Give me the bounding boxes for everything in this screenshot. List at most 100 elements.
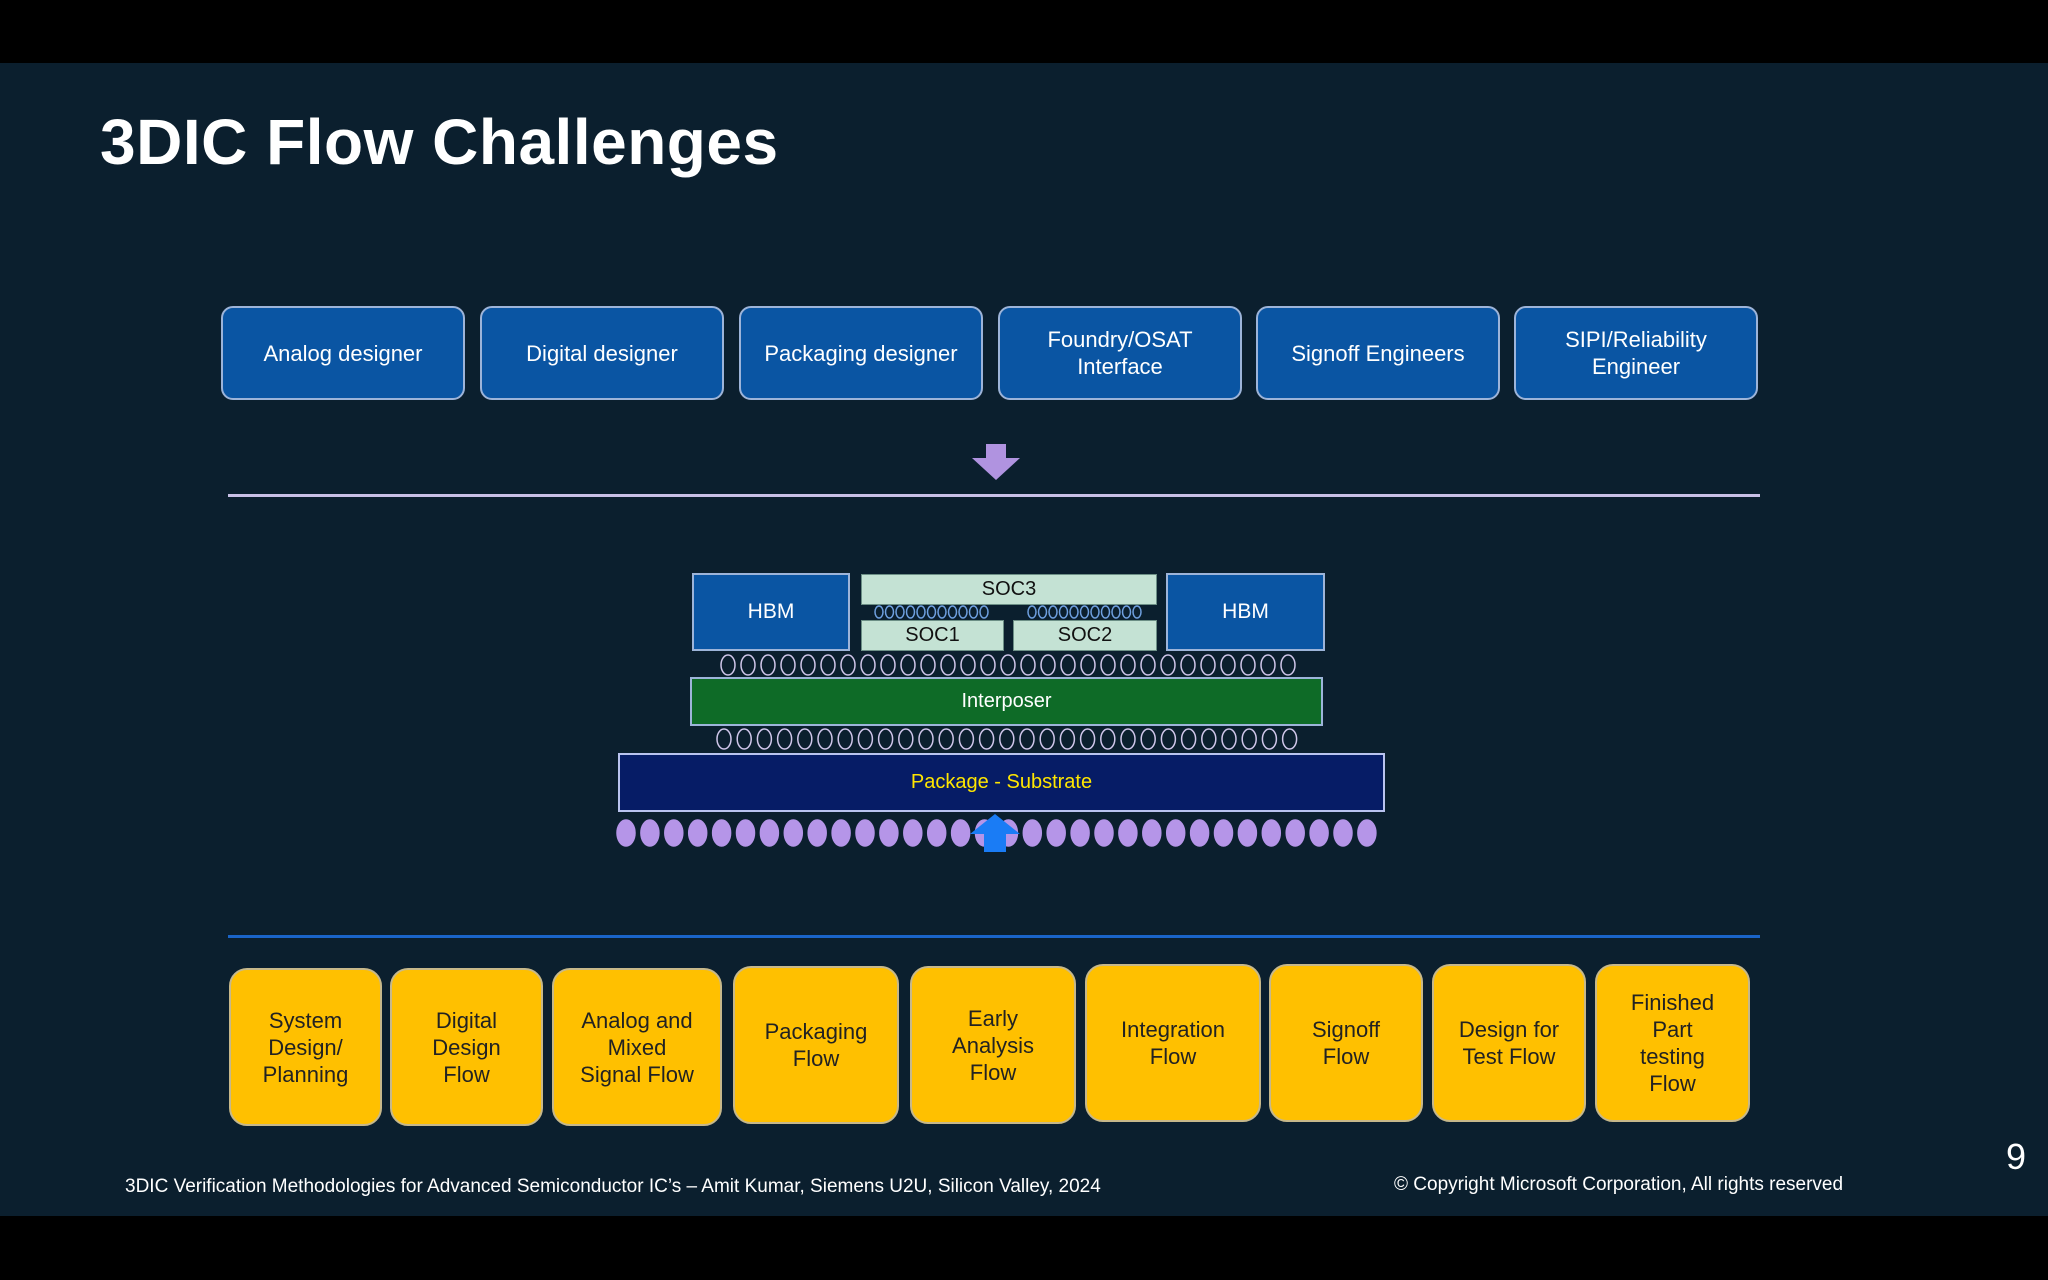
flow-finished-part-testing: Finished Part testing Flow (1595, 964, 1750, 1122)
microbump (1100, 605, 1111, 619)
bga-ball (1357, 819, 1377, 847)
c4-bump (1220, 654, 1236, 676)
c4-bump (820, 654, 836, 676)
bga-ball (664, 819, 684, 847)
microbump (947, 605, 958, 619)
bga-ball (759, 819, 780, 847)
c4-bump (1140, 654, 1156, 676)
flow-digital-design: Digital Design Flow (390, 968, 543, 1126)
microbump (1069, 605, 1079, 619)
soc3-microbumps-right (1027, 605, 1142, 619)
bga-ball (903, 819, 923, 847)
bga-ball (1213, 819, 1234, 847)
footer-copyright: © Copyright Microsoft Corporation, All r… (1394, 1174, 1844, 1195)
c4-bump (1140, 728, 1156, 750)
microbump (937, 605, 947, 619)
role-packaging-designer: Packaging designer (739, 306, 983, 400)
c4-bump (1019, 728, 1035, 750)
bga-ball (807, 819, 827, 847)
bga-ball (1237, 819, 1258, 847)
flow-system-design-planning: System Design/ Planning (229, 968, 382, 1126)
role-digital-designer: Digital designer (480, 306, 724, 400)
microbump (1121, 605, 1132, 619)
c4-bump (940, 654, 956, 676)
soc1-die: SOC1 (861, 620, 1004, 651)
hbm-right: HBM (1166, 573, 1325, 651)
bga-ball (1046, 819, 1066, 847)
divider-top (228, 494, 1760, 497)
arrow-down-icon (972, 444, 1020, 480)
divider-bottom (228, 935, 1760, 938)
interposer: Interposer (690, 677, 1323, 726)
bga-ball (783, 819, 804, 847)
bga-ball (1094, 819, 1114, 847)
microbump (884, 605, 895, 619)
c4-bump (1221, 728, 1237, 750)
interposer-bumps-bottom (716, 728, 1298, 750)
page-number: 9 (2005, 1136, 2026, 1177)
c4-bump (999, 728, 1015, 750)
c4-bump (776, 728, 793, 750)
bga-ball (735, 819, 756, 847)
microbump (958, 605, 968, 619)
microbump (1090, 605, 1100, 619)
bga-ball (1309, 819, 1329, 847)
c4-bump (1059, 728, 1076, 750)
c4-bump (736, 728, 752, 750)
c4-bump (800, 654, 816, 676)
bga-ball (1118, 819, 1138, 847)
c4-bump (1020, 654, 1036, 676)
microbump (968, 605, 979, 619)
bga-ball (1285, 819, 1305, 847)
flow-signoff: Signoff Flow (1269, 964, 1423, 1122)
bga-ball (616, 819, 636, 847)
c4-bump (760, 654, 776, 676)
c4-bump (860, 654, 876, 676)
c4-bump (978, 728, 995, 750)
bga-ball (711, 819, 732, 847)
c4-bump (1000, 654, 1016, 676)
c4-bump (817, 728, 833, 750)
c4-bump (837, 728, 853, 750)
c4-bump (740, 654, 756, 676)
microbump (1037, 605, 1048, 619)
c4-bump (1200, 654, 1216, 676)
microbump (1048, 605, 1058, 619)
bga-ball (950, 819, 971, 847)
microbump (1079, 605, 1090, 619)
microbump (895, 605, 905, 619)
role-analog-designer: Analog designer (221, 306, 465, 400)
flow-analog-mixed-signal: Analog and Mixed Signal Flow (552, 968, 722, 1126)
c4-bump (1160, 654, 1176, 676)
bga-ball (1022, 819, 1043, 847)
bga-ball (640, 819, 660, 847)
c4-bump (1100, 728, 1116, 750)
c4-bump (1079, 728, 1096, 750)
bga-ball (926, 819, 947, 847)
c4-bump (720, 654, 736, 676)
c4-bump (1039, 728, 1055, 750)
bga-ball (1189, 819, 1210, 847)
bga-ball (879, 819, 899, 847)
flow-design-for-test: Design for Test Flow (1432, 964, 1586, 1122)
slide-title: 3DIC Flow Challenges (100, 106, 779, 178)
soc3-microbumps-left (874, 605, 989, 619)
c4-bump (938, 728, 954, 750)
c4-bump (898, 728, 914, 750)
c4-bump (960, 654, 976, 676)
c4-bump (1080, 654, 1096, 676)
bga-ball (1165, 819, 1186, 847)
microbump (979, 605, 989, 619)
microbump (905, 605, 916, 619)
bga-ball (1142, 819, 1162, 847)
c4-bump (797, 728, 813, 750)
bga-ball (687, 819, 708, 847)
bga-ball (831, 819, 851, 847)
bga-ball (1261, 819, 1282, 847)
c4-bump (857, 728, 874, 750)
c4-bump (958, 728, 975, 750)
c4-bump (1260, 654, 1276, 676)
c4-bump (1201, 728, 1217, 750)
c4-bump (1261, 728, 1278, 750)
c4-bump (756, 728, 773, 750)
